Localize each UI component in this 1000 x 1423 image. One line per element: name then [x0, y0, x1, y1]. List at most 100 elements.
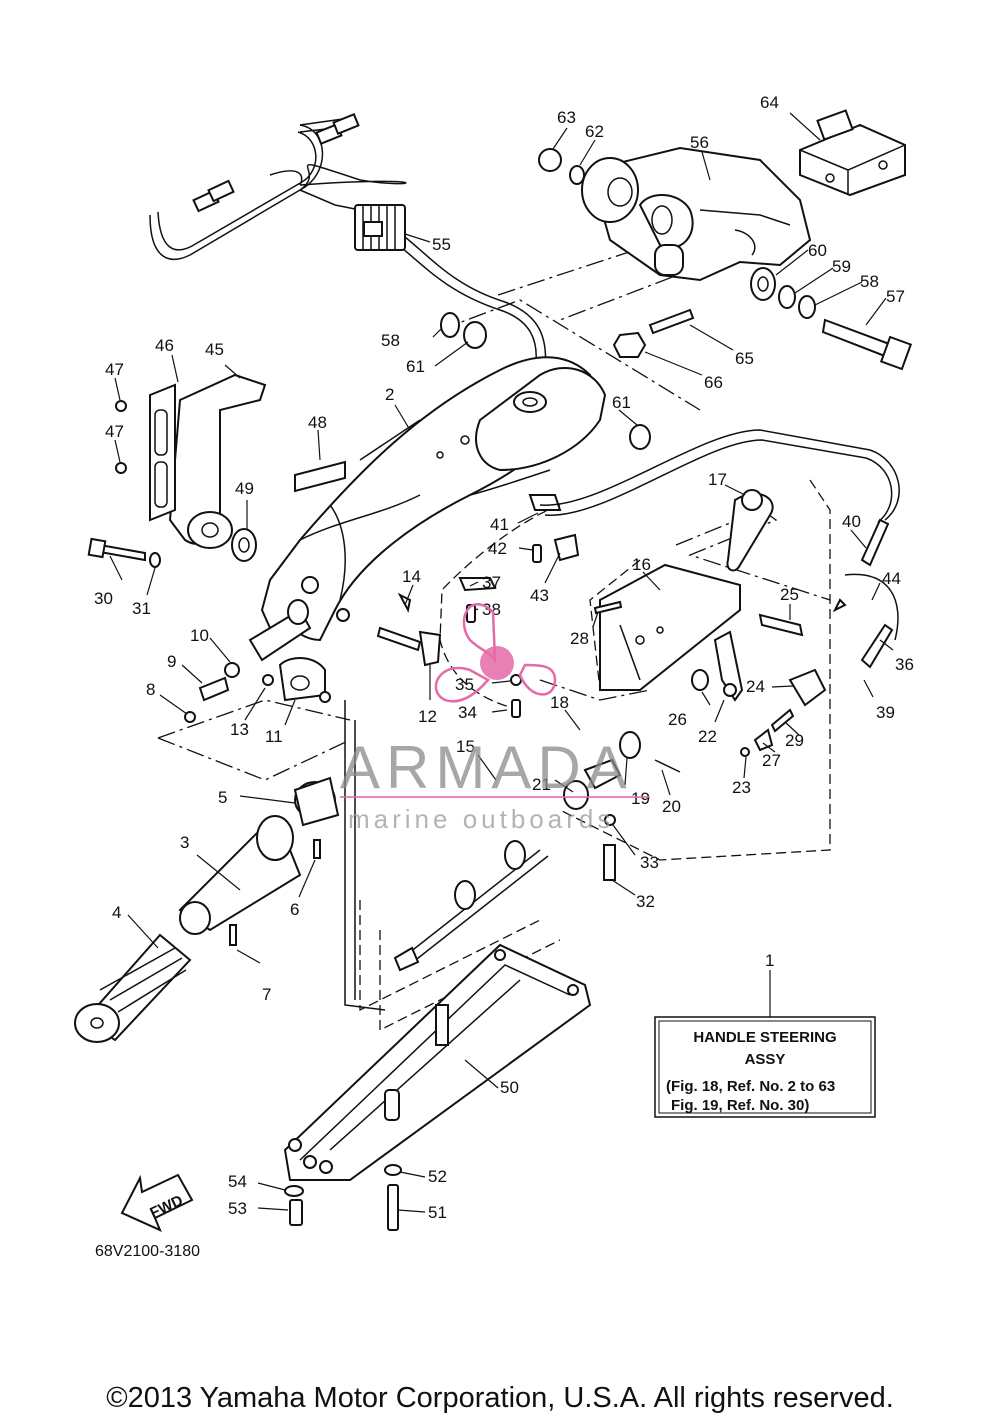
info-box-title: HANDLE STEERING — [693, 1029, 836, 1046]
callout-65: 65 — [735, 349, 754, 368]
bushings — [440, 312, 651, 450]
callout-44: 44 — [882, 569, 901, 588]
callout-63: 63 — [557, 108, 576, 127]
copyright-notice: ©2013 Yamaha Motor Corporation, U.S.A. A… — [106, 1382, 894, 1414]
callout-58b: 58 — [381, 331, 400, 350]
shift-linkage — [593, 489, 827, 757]
callout-20: 20 — [662, 797, 681, 816]
callout-1: 1 — [765, 951, 774, 970]
callout-34: 34 — [458, 703, 477, 722]
callout-13: 13 — [230, 720, 249, 739]
callout-42: 42 — [488, 539, 507, 558]
callout-28: 28 — [570, 629, 589, 648]
callout-39: 39 — [876, 703, 895, 722]
callout-25: 25 — [780, 585, 799, 604]
callout-61: 61 — [406, 357, 425, 376]
callout-36: 36 — [895, 655, 914, 674]
callout-12: 12 — [418, 707, 437, 726]
throttle-cable — [149, 113, 547, 371]
callout-26: 26 — [668, 710, 687, 729]
callout-16: 16 — [632, 555, 651, 574]
callout-15: 15 — [456, 737, 475, 756]
callout-14: 14 — [402, 567, 421, 586]
reference-lines — [157, 231, 831, 1032]
callout-47b: 47 — [105, 422, 124, 441]
bolt-30 — [87, 537, 161, 568]
callout-60: 60 — [808, 241, 827, 260]
callout-43: 43 — [530, 586, 549, 605]
callout-6: 6 — [290, 900, 299, 919]
throttle-bracket — [115, 373, 267, 562]
pin-hardware — [538, 148, 913, 371]
callout-9: 9 — [167, 652, 176, 671]
twist-grip — [74, 776, 340, 1043]
callout-24: 24 — [746, 677, 765, 696]
callout-51: 51 — [428, 1203, 447, 1222]
callout-18: 18 — [550, 693, 569, 712]
callout-41: 41 — [490, 515, 509, 534]
callout-53: 53 — [228, 1199, 247, 1218]
callout-27: 27 — [762, 751, 781, 770]
callout-23: 23 — [732, 778, 751, 797]
callout-50: 50 — [500, 1078, 519, 1097]
callout-2: 2 — [385, 385, 394, 404]
callout-10: 10 — [190, 626, 209, 645]
watermark-title: ARMADA — [340, 734, 633, 801]
callout-40: 40 — [842, 512, 861, 531]
callout-59: 59 — [832, 257, 851, 276]
callout-52: 52 — [428, 1167, 447, 1186]
callout-45: 45 — [205, 340, 224, 359]
drawing-code: 68V2100-3180 — [95, 1243, 200, 1260]
callout-56: 56 — [690, 133, 709, 152]
callout-57: 57 — [886, 287, 905, 306]
callout-32: 32 — [636, 892, 655, 911]
callout-46: 46 — [155, 336, 174, 355]
callout-17: 17 — [708, 470, 727, 489]
callout-22: 22 — [698, 727, 717, 746]
info-box-ref-1: (Fig. 18, Ref. No. 2 to 63 — [666, 1078, 835, 1095]
steering-handle-body — [260, 356, 607, 642]
decal — [294, 460, 346, 493]
callout-55: 55 — [432, 235, 451, 254]
callout-37: 37 — [482, 573, 501, 592]
info-box-subtitle: ASSY — [745, 1051, 786, 1068]
callout-47: 47 — [105, 360, 124, 379]
callout-labels: 1 2 3 4 5 6 7 8 9 10 11 12 13 14 15 16 1… — [94, 93, 914, 1222]
callout-48: 48 — [308, 413, 327, 432]
throttle-shaft-parts — [184, 599, 350, 723]
wiring-connector — [354, 204, 406, 251]
shift-rod-parts — [563, 731, 681, 881]
callout-64: 64 — [760, 93, 779, 112]
info-box-ref-2: Fig. 19, Ref. No. 30) — [671, 1097, 809, 1114]
callout-35: 35 — [455, 675, 474, 694]
callout-66: 66 — [704, 373, 723, 392]
callout-11: 11 — [265, 727, 283, 746]
callout-5: 5 — [218, 788, 227, 807]
callout-4: 4 — [112, 903, 121, 922]
callout-29: 29 — [785, 731, 804, 750]
callout-58: 58 — [860, 272, 879, 291]
callout-21: 21 — [532, 775, 551, 794]
callout-49: 49 — [235, 479, 254, 498]
callout-7: 7 — [262, 985, 271, 1004]
callout-30: 30 — [94, 589, 113, 608]
callout-54: 54 — [228, 1172, 247, 1191]
watermark-subtitle: marine outboards — [348, 804, 614, 834]
assembly-info-box: HANDLE STEERING ASSY (Fig. 18, Ref. No. … — [654, 1016, 876, 1118]
leader-lines — [109, 112, 894, 1213]
callout-3: 3 — [180, 833, 189, 852]
fwd-arrow: FWD — [120, 1173, 194, 1232]
callout-19: 19 — [631, 789, 650, 808]
callout-61b: 61 — [612, 393, 631, 412]
watermark: ARMADA marine outboards — [340, 603, 650, 834]
mount-block — [799, 109, 906, 197]
shift-rod — [393, 840, 549, 972]
callout-33: 33 — [640, 853, 659, 872]
upper-bracket — [581, 146, 812, 282]
base-plate — [283, 943, 592, 1181]
callout-8: 8 — [146, 680, 155, 699]
callout-31: 31 — [132, 599, 151, 618]
propeller-logo — [434, 603, 557, 703]
